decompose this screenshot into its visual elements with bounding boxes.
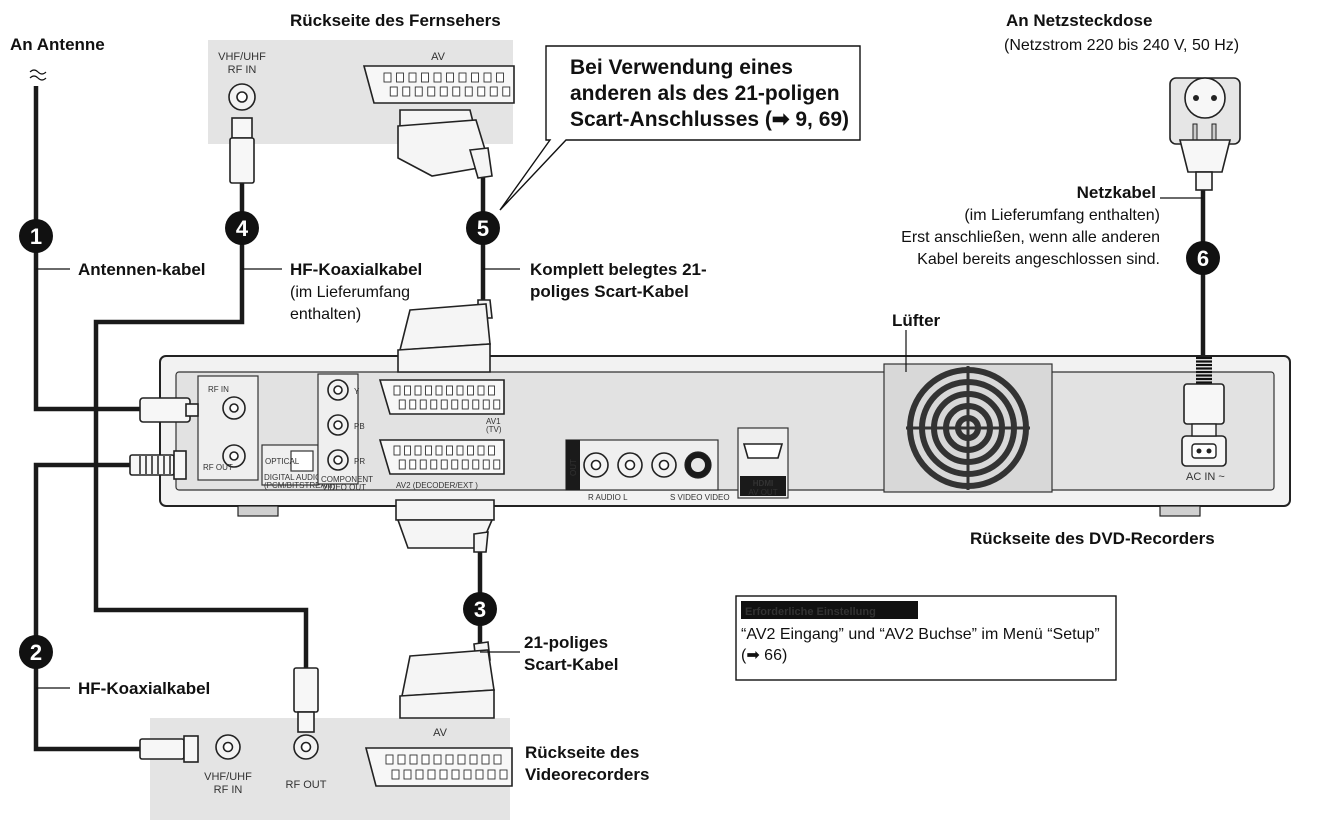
step-2-number: 2 xyxy=(30,640,42,665)
settings-box: Erforderliche Einstellung “AV2 Eingang” … xyxy=(735,595,1117,681)
step-4-number: 4 xyxy=(236,216,249,241)
connectors xyxy=(129,77,1241,763)
scart-cable-label-2: Scart-Kabel xyxy=(524,655,618,674)
antenna-label: An Antenne xyxy=(10,35,105,54)
hf-coax-cable-label-1: HF-Koaxialkabel xyxy=(290,260,422,279)
svideo-label: S VIDEO VIDEO xyxy=(670,493,730,502)
coax-plug-tv xyxy=(231,117,253,139)
hdmi-label: HDMI xyxy=(753,479,773,488)
cables xyxy=(33,86,1206,752)
av1-label: AV1 xyxy=(486,417,501,426)
step-1-marker xyxy=(19,219,53,253)
callout-line-3: Scart-Anschlusses (➡ 9, 69) xyxy=(570,108,849,131)
power-cable-sub-3: Kabel bereits angeschlossen sind. xyxy=(917,251,1160,268)
tv-back-label: Rückseite des Fernsehers xyxy=(290,11,501,30)
scart-cable-label-1: 21-poliges xyxy=(524,633,608,652)
dvd-rf-out-label: RF OUT xyxy=(203,463,233,472)
step-2-marker xyxy=(19,635,53,669)
antenna-plug xyxy=(139,397,191,423)
mains-subtitle: (Netzstrom 220 bis 240 V, 50 Hz) xyxy=(1004,37,1239,54)
scart-plug-av1 xyxy=(397,299,493,373)
power-cable-label: Netzkabel xyxy=(1077,183,1156,202)
cable-2-hf-coax xyxy=(33,462,140,752)
vcr-av-label: AV xyxy=(433,727,448,739)
step-3-number: 3 xyxy=(474,597,486,622)
vcr-back-label-2: Videorecorders xyxy=(525,765,649,784)
antenna-symbol xyxy=(29,69,47,81)
hf-coax-cable-sub-2: enthalten) xyxy=(290,306,361,323)
tv-scart-socket xyxy=(362,65,515,104)
antenna-cable-label: Antennen-kabel xyxy=(78,260,206,279)
mains-title: An Netzsteckdose xyxy=(1006,11,1152,30)
component-y-label: Y xyxy=(354,387,360,396)
settings-line-1: “AV2 Eingang” und “AV2 Buchse” im Menü “… xyxy=(741,626,1100,643)
vcr-rf-out-label: RF OUT xyxy=(286,779,327,791)
step-6-number: 6 xyxy=(1197,246,1209,271)
full-scart-cable-label-1: Komplett belegtes 21- xyxy=(530,260,707,279)
ac-plug xyxy=(1183,356,1225,437)
scart-plug-tv xyxy=(397,109,493,179)
power-cable-sub-2: Erst anschließen, wenn alle anderen xyxy=(901,229,1160,246)
hf-coax-cable-label-2: HF-Koaxialkabel xyxy=(78,679,210,698)
step-4-marker xyxy=(225,211,259,245)
av2-label: AV2 (DECODER/EXT ) xyxy=(396,481,478,490)
step-1-number: 1 xyxy=(30,224,42,249)
fan-label: Lüfter xyxy=(892,311,941,330)
optical-port xyxy=(290,450,314,472)
out-label: OUT xyxy=(569,459,578,476)
vcr-scart-socket xyxy=(364,747,513,787)
power-plug xyxy=(1169,77,1241,191)
ac-in-label: AC IN ~ xyxy=(1186,471,1225,483)
coax-plug-vcr-rf-in xyxy=(139,738,185,760)
hf-coax-cable-sub-1: (im Lieferumfang xyxy=(290,284,410,301)
digital-audio-label-2: (PCM/BITSTREAM) xyxy=(264,481,335,490)
settings-line-2: (➡ 66) xyxy=(741,647,787,664)
vcr-rear-panel: VHF/UHF RF IN RF OUT AV xyxy=(150,718,513,820)
audio-label: R AUDIO L xyxy=(588,493,628,502)
scart-callout: Bei Verwendung eines anderen als des 21-… xyxy=(499,45,861,211)
callout-line-1: Bei Verwendung eines xyxy=(570,56,793,79)
tv-rf-in-label: VHF/UHF xyxy=(218,51,266,63)
dvd-rf-in-label: RF IN xyxy=(208,385,229,394)
tv-rear-panel: VHF/UHF RF IN AV xyxy=(208,40,515,144)
digital-audio-label: DIGITAL AUDIO OUT xyxy=(264,473,341,482)
vcr-rf-in-label-2: RF IN xyxy=(214,784,243,796)
vcr-rf-in-label: VHF/UHF xyxy=(204,771,252,783)
step-3-marker xyxy=(463,592,497,626)
full-scart-cable-label-2: poliges Scart-Kabel xyxy=(530,282,689,301)
dvd-recorder: RF IN RF OUT OPTICAL DIGITAL AUDIO OUT (… xyxy=(159,355,1291,517)
component-pr-label: PR xyxy=(354,457,365,466)
cable-1-antenna xyxy=(33,86,140,412)
optical-label: OPTICAL xyxy=(265,457,300,466)
vcr-back-label-1: Rückseite des xyxy=(525,743,639,762)
power-cable-sub-1: (im Lieferumfang enthalten) xyxy=(964,207,1160,224)
scart-plug-vcr xyxy=(399,641,495,719)
hdmi-av-out-label: AV OUT xyxy=(748,488,777,497)
step-markers: 1 4 5 6 3 2 xyxy=(19,211,1220,669)
step-5-marker xyxy=(466,211,500,245)
labels: An Antenne Rückseite des Fernsehers An N… xyxy=(10,11,1239,784)
tv-av-label: AV xyxy=(431,51,446,63)
component-label: COMPONENT xyxy=(321,475,373,484)
callout-line-2: anderen als des 21-poligen xyxy=(570,82,840,105)
scart-plug-av2 xyxy=(395,499,495,553)
av1-label-2: (TV) xyxy=(486,425,502,434)
tv-rf-in-label-2: RF IN xyxy=(228,64,257,76)
dvd-back-label: Rückseite des DVD-Recorders xyxy=(970,529,1215,548)
component-pb-label: PB xyxy=(354,422,365,431)
settings-heading: Erforderliche Einstellung xyxy=(745,606,876,618)
component-label-2: VIDEO OUT xyxy=(322,483,366,492)
hdmi-port xyxy=(742,443,784,459)
leader-lines xyxy=(36,197,1203,689)
step-6-marker xyxy=(1186,241,1220,275)
step-5-number: 5 xyxy=(477,216,489,241)
coax-plug-vcr-rf-out xyxy=(293,667,319,713)
